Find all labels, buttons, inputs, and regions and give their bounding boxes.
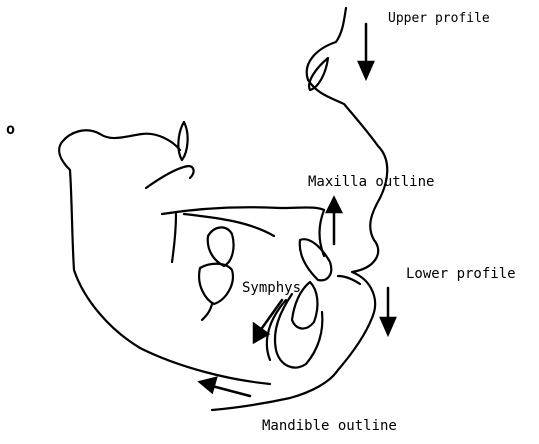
maxilla-outline-path [162, 207, 324, 214]
condyle-path [178, 122, 187, 160]
mandible-arrow-head [200, 378, 216, 392]
upper-profile-label: Upper profile [388, 11, 490, 26]
lower-profile-label: Lower profile [406, 266, 516, 282]
pterygoid-line [172, 214, 176, 262]
symphysis-arrow-head [254, 324, 268, 342]
maxilla-lower-path [184, 214, 274, 236]
lip-line [338, 276, 360, 284]
lower-molar [199, 264, 233, 304]
mandible-outline-path [59, 130, 270, 384]
coronoid-path [146, 166, 194, 188]
lower-profile-arrow-head [381, 318, 395, 334]
symphysis-label: Symphys [242, 280, 301, 296]
upper-incisor [300, 239, 332, 280]
molar-root [202, 304, 212, 320]
upper-molar [208, 227, 234, 266]
mandible-outline-label: Mandible outline [262, 418, 397, 434]
maxilla-arrow-head [327, 198, 341, 212]
origin-dot: o [6, 120, 15, 138]
mandible-arrow-shaft [212, 386, 250, 396]
upper-profile-arrow-head [359, 62, 373, 78]
maxilla-outline-label: Maxilla outline [308, 174, 434, 190]
